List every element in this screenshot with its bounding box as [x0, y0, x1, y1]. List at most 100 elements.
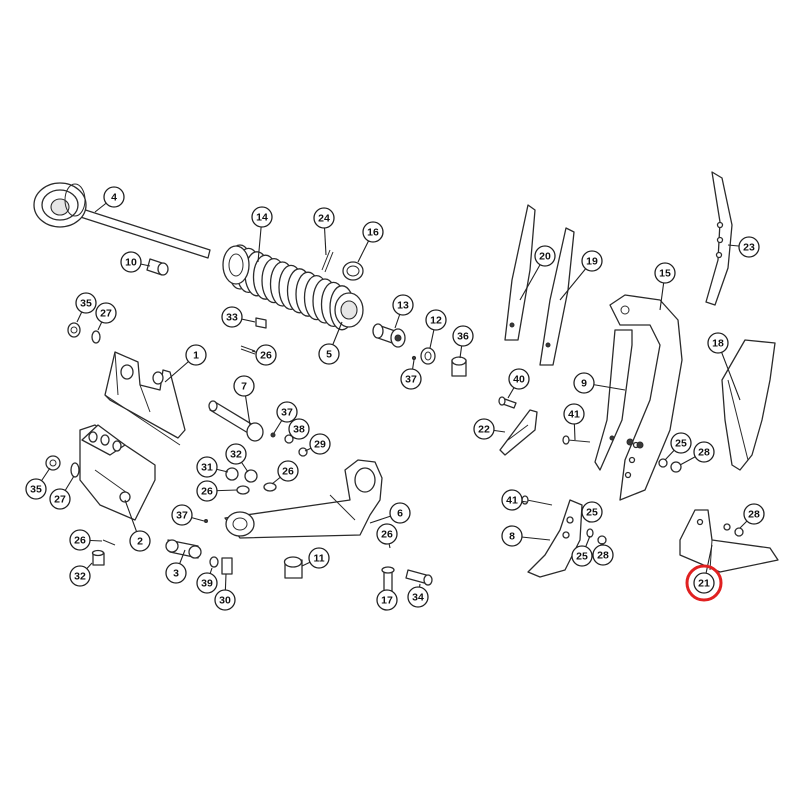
callout-c6[interactable]: 6: [389, 502, 411, 524]
callout-circle: [95, 302, 117, 324]
callout-circle: [581, 501, 603, 523]
callout-number: 9: [581, 378, 587, 390]
callout-circle: [425, 309, 447, 331]
callout-circle: [69, 565, 91, 587]
callout-number: 6: [397, 508, 403, 520]
callout-number: 29: [314, 439, 326, 451]
part-nut-28c: [734, 527, 744, 537]
part-plate-9: [594, 329, 644, 471]
part-bushing-32: [91, 549, 105, 566]
callout-c13[interactable]: 13: [392, 294, 414, 316]
callout-circle: [473, 418, 495, 440]
callout-c35a[interactable]: 35: [75, 292, 97, 314]
callout-number: 5: [326, 349, 332, 361]
callout-c2[interactable]: 2: [129, 530, 151, 552]
callout-c1[interactable]: 1: [185, 344, 207, 366]
callout-c19[interactable]: 19: [581, 250, 603, 272]
callout-c37b[interactable]: 37: [276, 401, 298, 423]
callout-c26e[interactable]: 26: [69, 529, 91, 551]
callout-c41b[interactable]: 41: [501, 489, 523, 511]
callout-circle: [276, 401, 298, 423]
part-nut-39: [209, 556, 219, 568]
part-bolt-34: [405, 569, 433, 586]
callout-c17[interactable]: 17: [376, 589, 398, 611]
callout-circle: [313, 207, 335, 229]
callout-c32b[interactable]: 32: [69, 565, 91, 587]
callout-c28b[interactable]: 28: [592, 544, 614, 566]
callout-circle: [654, 262, 676, 284]
callout-c29[interactable]: 29: [309, 433, 331, 455]
part-spring: [222, 244, 355, 331]
callout-c27a[interactable]: 27: [95, 302, 117, 324]
callout-c26c[interactable]: 26: [277, 460, 299, 482]
callout-c22[interactable]: 22: [473, 418, 495, 440]
callout-circle: [501, 489, 523, 511]
part-shield-18: [721, 339, 776, 471]
callout-c33[interactable]: 33: [221, 306, 243, 328]
callout-c4[interactable]: 4: [103, 186, 125, 208]
part-arm-6: [224, 459, 383, 539]
callout-c35b[interactable]: 35: [25, 478, 47, 500]
callout-c23[interactable]: 23: [738, 236, 760, 258]
callout-c14[interactable]: 14: [251, 206, 273, 228]
callout-circle: [251, 206, 273, 228]
callout-c25c[interactable]: 25: [571, 545, 593, 567]
callout-circle: [225, 443, 247, 465]
callout-circle: [571, 545, 593, 567]
callout-c26b[interactable]: 26: [196, 480, 218, 502]
callout-circle: [707, 332, 729, 354]
callout-circle: [255, 344, 277, 366]
callout-c21[interactable]: 21: [693, 572, 715, 594]
callout-c41a[interactable]: 41: [563, 403, 585, 425]
callout-number: 39: [201, 578, 213, 590]
callout-c12[interactable]: 12: [425, 309, 447, 331]
callout-c24[interactable]: 24: [313, 207, 335, 229]
callout-c7[interactable]: 7: [233, 375, 255, 397]
callout-c32a[interactable]: 32: [225, 443, 247, 465]
callout-c18[interactable]: 18: [707, 332, 729, 354]
callout-c20[interactable]: 20: [534, 245, 556, 267]
callout-c27b[interactable]: 27: [49, 488, 71, 510]
callout-number: 22: [478, 424, 490, 436]
part-washer-27-left: [70, 462, 80, 478]
callout-c9[interactable]: 9: [573, 372, 595, 394]
part-nut-12: [420, 347, 436, 365]
callout-c26a[interactable]: 26: [255, 344, 277, 366]
callout-circle: [196, 572, 218, 594]
callout-circle: [288, 418, 310, 440]
callout-c28a[interactable]: 28: [693, 441, 715, 463]
part-bolt-30: [221, 557, 233, 575]
callout-c37a[interactable]: 37: [400, 368, 422, 390]
callout-circle: [738, 236, 760, 258]
callout-c30[interactable]: 30: [214, 589, 236, 611]
callout-c34[interactable]: 34: [407, 586, 429, 608]
callout-c26d[interactable]: 26: [376, 523, 398, 545]
callout-number: 37: [176, 510, 188, 522]
part-bushing: [146, 258, 169, 276]
callout-c25b[interactable]: 25: [581, 501, 603, 523]
callout-c39[interactable]: 39: [196, 572, 218, 594]
callout-c31[interactable]: 31: [196, 456, 218, 478]
callout-c37c[interactable]: 37: [171, 504, 193, 526]
callout-c11[interactable]: 11: [308, 547, 330, 569]
part-shank-15: [609, 294, 683, 501]
part-nut-25a: [658, 458, 668, 468]
callout-number: 18: [712, 338, 724, 350]
callout-c15[interactable]: 15: [654, 262, 676, 284]
callout-c28c[interactable]: 28: [743, 503, 765, 525]
callout-number: 19: [586, 256, 598, 268]
callout-number: 31: [201, 462, 213, 474]
callout-c36[interactable]: 36: [452, 325, 474, 347]
callout-circle: [120, 251, 142, 273]
callout-c5[interactable]: 5: [318, 343, 340, 365]
callout-c38[interactable]: 38: [288, 418, 310, 440]
callout-c40[interactable]: 40: [508, 368, 530, 390]
callout-c16[interactable]: 16: [362, 221, 384, 243]
part-nut-25d: [723, 523, 731, 531]
callout-c3[interactable]: 3: [165, 562, 187, 584]
callout-c8[interactable]: 8: [501, 525, 523, 547]
part-wing-21: [679, 509, 779, 573]
callout-c10[interactable]: 10: [120, 251, 142, 273]
callout-c25a[interactable]: 25: [670, 432, 692, 454]
